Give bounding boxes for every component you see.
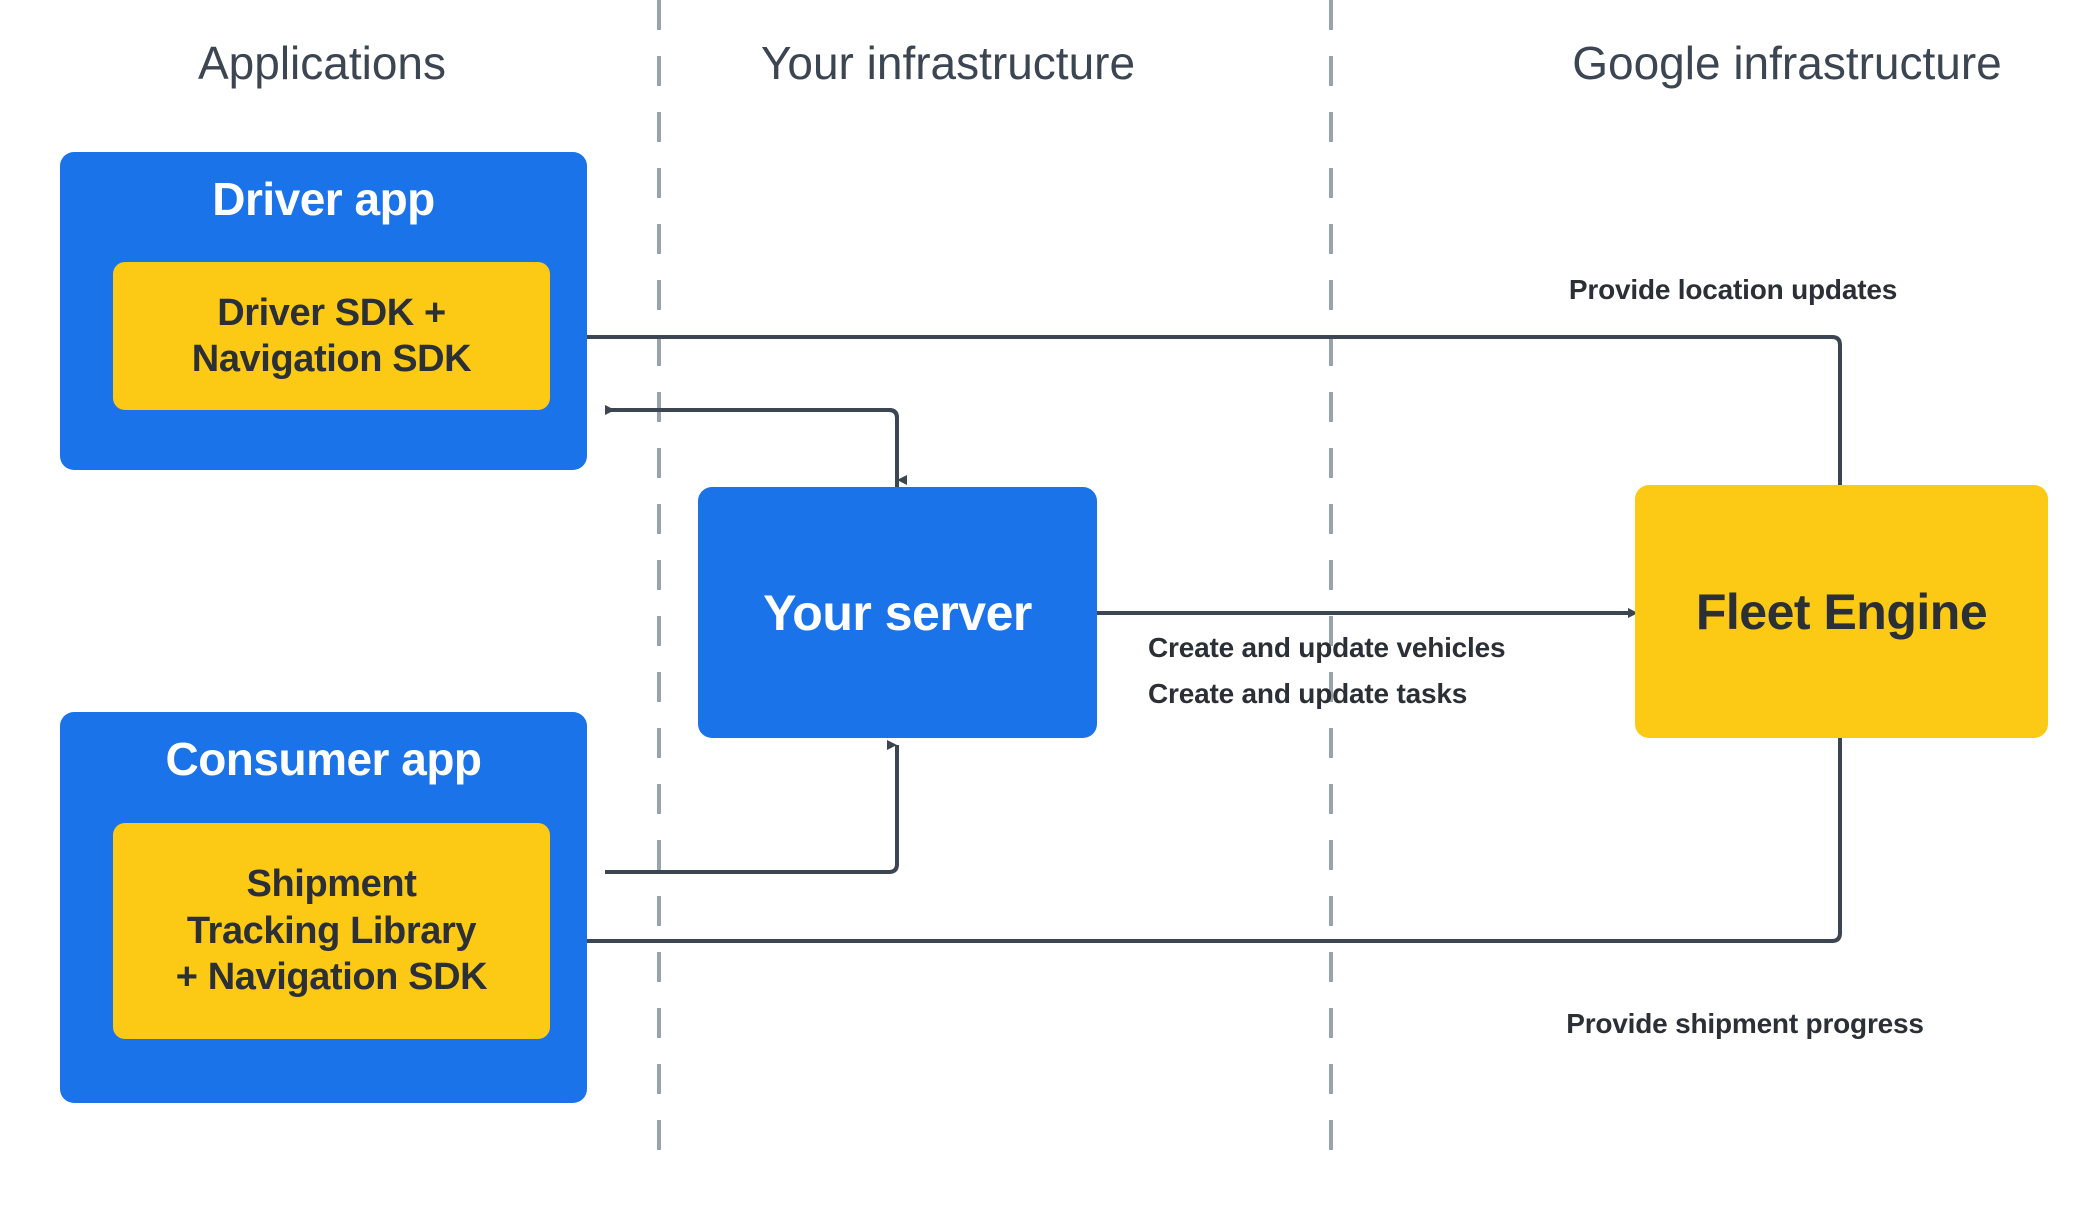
your-server-label: Your server — [763, 584, 1032, 641]
column-header-google-infrastructure: Google infrastructure — [1572, 37, 2002, 89]
consumer-app-title: Consumer app — [165, 733, 482, 785]
fleet-engine-label: Fleet Engine — [1695, 583, 1988, 640]
node-driver-sdk[interactable]: Driver SDK + Navigation SDK — [113, 262, 550, 410]
edge-label-provide-location-updates: Provide location updates — [1568, 274, 1898, 305]
wire-shipment-progress — [566, 738, 1842, 946]
consumer-sdk-line-1: Shipment — [246, 863, 417, 906]
node-consumer-app[interactable]: Consumer app Shipment Tracking Library +… — [60, 712, 587, 1103]
node-shipment-tracking-library[interactable]: Shipment Tracking Library + Navigation S… — [113, 823, 550, 1039]
wire-server-to-driver — [605, 405, 899, 487]
node-driver-app[interactable]: Driver app Driver SDK + Navigation SDK — [60, 152, 587, 470]
driver-app-title: Driver app — [212, 173, 435, 225]
edge-label-create-update-tasks: Create and update tasks — [1148, 678, 1468, 709]
edge-label-provide-shipment-progress: Provide shipment progress — [1566, 1008, 1924, 1039]
column-header-applications: Applications — [197, 37, 447, 89]
wire-consumer-to-server — [605, 740, 899, 874]
consumer-sdk-line-2: Tracking Library — [186, 909, 477, 952]
edge-label-create-update-vehicles: Create and update vehicles — [1148, 632, 1506, 663]
column-header-your-infrastructure: Your infrastructure — [760, 37, 1136, 89]
wire-location-updates — [566, 332, 1842, 485]
node-your-server[interactable]: Your server — [698, 487, 1097, 738]
wire-driver-to-server — [605, 408, 907, 485]
node-fleet-engine[interactable]: Fleet Engine — [1635, 485, 2048, 738]
driver-sdk-line-2: Navigation SDK — [191, 338, 472, 380]
driver-sdk-line-1: Driver SDK + — [217, 291, 446, 334]
consumer-sdk-line-3: + Navigation SDK — [175, 956, 488, 999]
